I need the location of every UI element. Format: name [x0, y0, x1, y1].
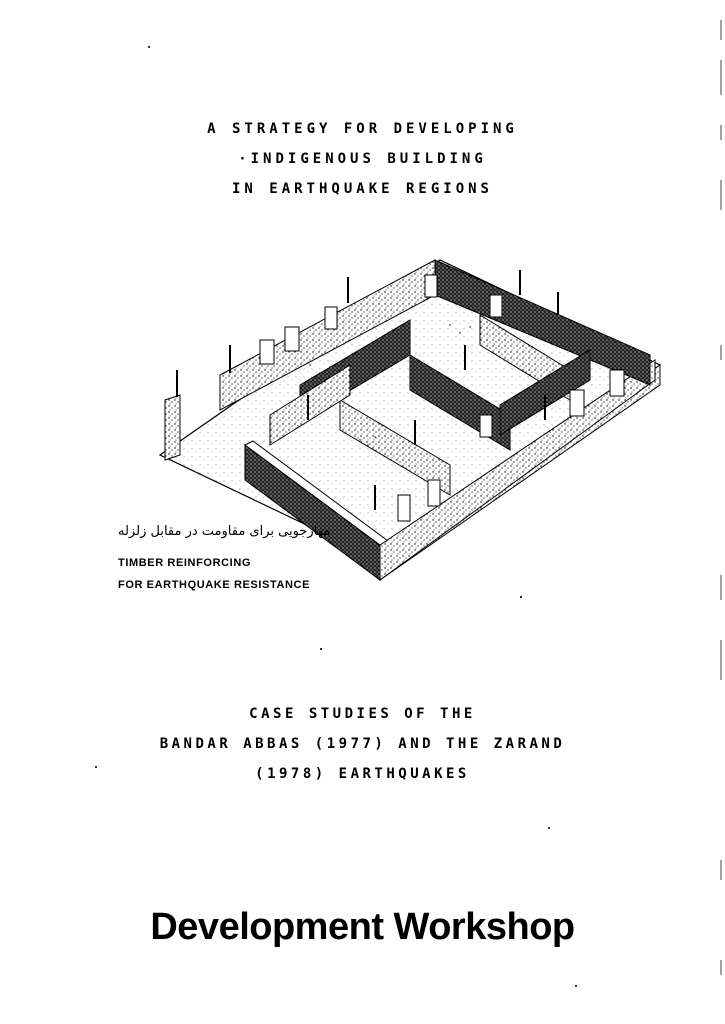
caption-persian: مهارجویی برای مقاومت در مقابل زلزله	[118, 524, 331, 539]
openings	[259, 274, 625, 522]
partition-5	[499, 349, 591, 436]
caption-line-2: FOR EARTHQUAKE RESISTANCE	[118, 579, 311, 591]
case-line-1: CASE STUDIES OF THE	[249, 706, 476, 722]
caption-line-1: TIMBER REINFORCING	[118, 557, 252, 569]
scan-speck	[520, 596, 522, 598]
partition-2	[339, 399, 451, 496]
scan-speck	[320, 648, 322, 650]
scan-speck	[575, 985, 577, 987]
case-line-2: BANDAR ABBAS (1977) AND THE ZARAND	[159, 736, 566, 752]
wall-front-right	[379, 359, 656, 581]
floor-texture	[309, 324, 551, 446]
partition-6	[269, 364, 351, 446]
entry-pier	[164, 394, 181, 461]
scan-speck	[148, 46, 150, 48]
title-line-1: A STRATEGY FOR DEVELOPING	[207, 121, 518, 137]
title-line-3: IN EARTHQUAKE REGIONS	[231, 181, 493, 197]
building-illustration	[158, 259, 662, 582]
scan-speck	[95, 766, 97, 768]
title-line-2: ·INDIGENOUS BUILDING	[238, 151, 487, 167]
case-line-3: (1978) EARTHQUAKES	[255, 766, 470, 782]
scan-speck	[548, 827, 550, 829]
scan-edge-marks	[720, 20, 722, 975]
publisher-name: Development Workshop	[150, 906, 575, 948]
timber-posts	[229, 270, 559, 510]
